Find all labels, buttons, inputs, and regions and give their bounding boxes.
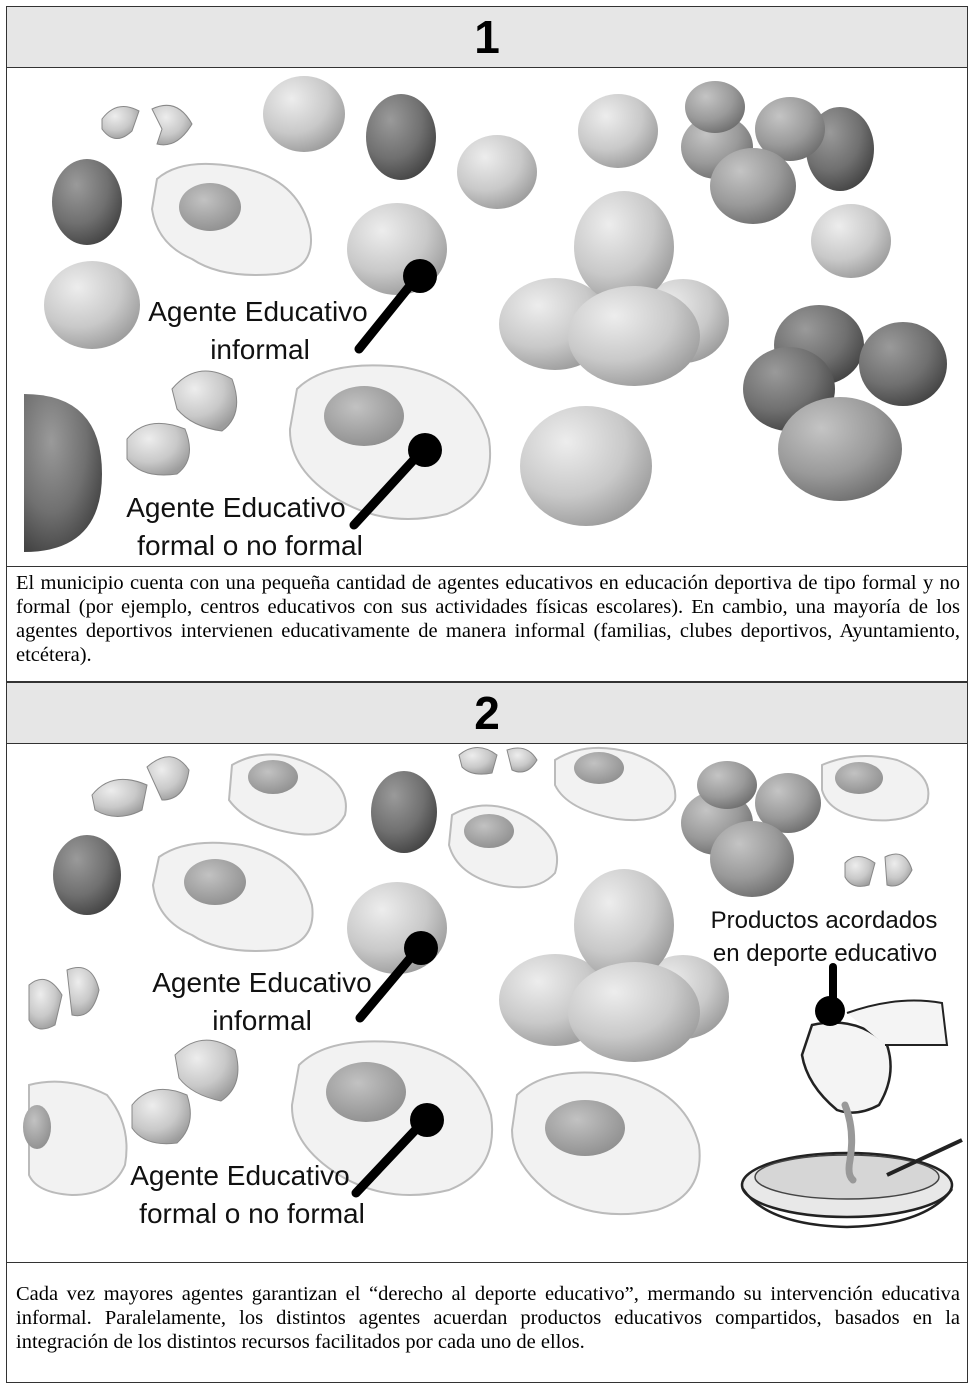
panel-1-illustration: Agente Educativo informal Agente Educati…: [7, 69, 967, 567]
fried-egg-icon: [449, 805, 557, 887]
egg-icon: [520, 406, 652, 526]
egg-icon: [811, 204, 891, 278]
fried-egg-icon: [152, 164, 311, 275]
egg-icon: [681, 761, 821, 897]
egg-icon: [457, 135, 537, 209]
panel-2-caption: Cada vez mayores agentes garantizan el “…: [16, 1282, 960, 1354]
fried-egg-icon: [822, 756, 928, 820]
fried-egg-icon: [153, 843, 313, 951]
egg-icon: [681, 81, 825, 224]
broken-shell-icon: [127, 371, 237, 475]
egg-icon: [371, 771, 437, 853]
panel-2-illustration: Agente Educativo informal Agente Educati…: [7, 745, 967, 1261]
fried-egg-icon: [555, 748, 675, 820]
egg-icon: [52, 159, 122, 245]
fried-egg-icon: [229, 754, 346, 834]
panel-1-header: 1: [6, 6, 968, 68]
broken-shell-icon: [92, 757, 189, 817]
egg-icon: [24, 394, 102, 552]
fried-egg-icon: [23, 1082, 127, 1195]
label-formal-line2: formal o no formal: [137, 530, 363, 561]
fried-egg-icon: [512, 1073, 700, 1215]
label-products-line2: en deporte educativo: [713, 940, 937, 967]
egg-icon: [499, 869, 729, 1062]
panel-1-number: 1: [474, 10, 500, 64]
broken-shell-icon: [845, 854, 912, 886]
broken-shell-icon: [132, 1040, 238, 1144]
panel-2-scene: Agente Educativo informal Agente Educati…: [7, 745, 967, 1261]
egg-icon: [263, 76, 345, 152]
label-formal-line1: Agente Educativo: [130, 1160, 350, 1191]
panel-2-number: 2: [474, 686, 500, 740]
egg-icon: [743, 305, 947, 501]
broken-shell-icon: [29, 968, 99, 1030]
label-informal-line1: Agente Educativo: [152, 967, 372, 998]
panel-1-divider: [6, 566, 968, 567]
label-informal-line1: Agente Educativo: [148, 296, 368, 327]
label-products-line1: Productos acordados: [711, 907, 938, 934]
panel-1-scene: Agente Educativo informal Agente Educati…: [7, 69, 967, 567]
label-informal-line2: informal: [212, 1005, 312, 1036]
label-formal-line2: formal o no formal: [139, 1198, 365, 1229]
label-informal-line2: informal: [210, 334, 310, 365]
egg-icon: [53, 835, 121, 915]
egg-icon: [44, 261, 140, 349]
pointer-pin-icon: [815, 967, 845, 1026]
label-formal-line1: Agente Educativo: [126, 492, 346, 523]
panel-1-caption: El municipio cuenta con una pequeña cant…: [16, 571, 960, 667]
egg-icon: [366, 94, 436, 180]
broken-shell-icon: [102, 105, 192, 145]
broken-shell-icon: [459, 748, 537, 775]
egg-icon: [578, 94, 658, 168]
panel-2-header: 2: [6, 682, 968, 744]
panel-2-divider: [6, 1262, 968, 1263]
egg-icon: [499, 191, 729, 386]
